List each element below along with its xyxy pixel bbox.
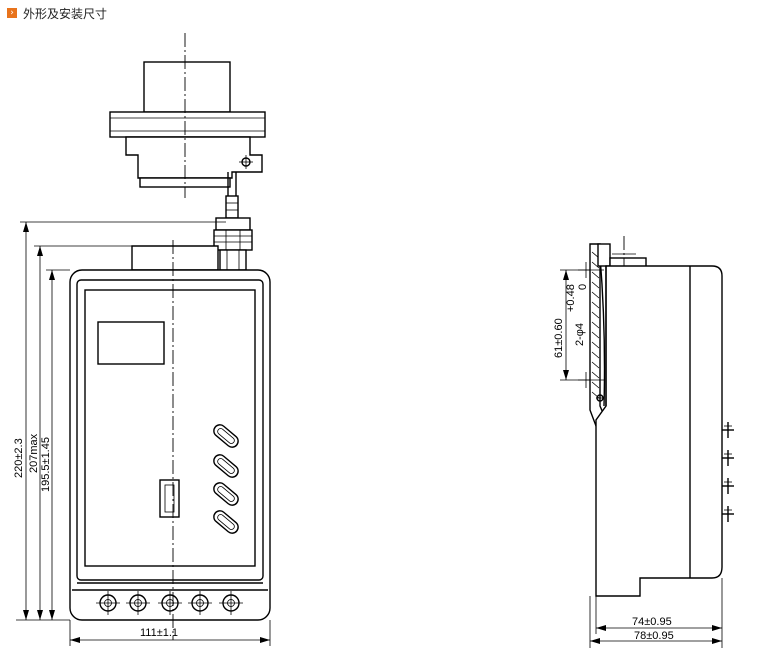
terminal-icon	[722, 478, 734, 494]
side-depth-dimensions: 74±0.95 78±0.95	[589, 578, 723, 648]
side-body	[595, 265, 723, 597]
terminal-icon	[219, 591, 243, 615]
seal-slot	[159, 479, 180, 518]
dim-hole-tolerance-lower: 0	[577, 284, 589, 290]
socket-cap	[143, 61, 231, 113]
side-view: 61±0.60 +0.48 0 2-φ4 74±0.95 78±0.95	[553, 236, 734, 648]
cable-gland	[213, 172, 253, 271]
section-title: 外形及安装尺寸	[23, 6, 108, 21]
dim-hole-spacing: 61±0.60	[553, 318, 565, 358]
arrow-right-icon: ›	[7, 8, 17, 18]
hole-icon	[596, 394, 604, 402]
display-window	[97, 321, 165, 365]
dim-height-body: 195.5±1.45	[40, 437, 52, 492]
dim-hole-tolerance-upper: +0.48	[565, 284, 577, 312]
dim-depth-body: 74±0.95	[632, 616, 672, 628]
terminal-icon	[188, 591, 212, 615]
terminal-icon	[96, 591, 120, 615]
terminal-icon	[158, 591, 182, 615]
dim-height-overall: 220±2.3	[13, 438, 25, 478]
indicator-icon	[213, 424, 239, 448]
front-width-dimension: 111±1.1	[69, 620, 271, 646]
terminal-icon	[722, 422, 734, 438]
dim-width: 111±1.1	[140, 627, 178, 639]
socket-flange	[109, 111, 266, 138]
indicator-icon	[213, 510, 239, 534]
front-vertical-dimensions: 220±2.3 207max 195.5±1.45	[13, 221, 226, 621]
section-header: › 外形及安装尺寸	[7, 5, 107, 21]
dim-depth-overall: 78±0.95	[634, 630, 674, 642]
terminal-icon	[722, 506, 734, 522]
top-socket	[109, 61, 266, 188]
side-terminals	[722, 422, 734, 522]
body-panel	[84, 289, 256, 567]
indicator-group	[213, 424, 239, 534]
main-body	[69, 245, 271, 621]
dim-height-max: 207max	[28, 433, 40, 473]
indicator-icon	[213, 454, 239, 478]
indicator-icon	[213, 482, 239, 506]
terminal-row	[96, 591, 243, 615]
terminal-icon	[722, 450, 734, 466]
side-vertical-dimension: 61±0.60 +0.48 0 2-φ4	[553, 269, 590, 381]
body-outline	[69, 269, 271, 621]
body-inner-frame	[76, 279, 264, 581]
dim-hole-diameter: 2-φ4	[574, 323, 586, 346]
front-view: 220±2.3 207max 195.5±1.45 111±1.1	[13, 33, 271, 646]
terminal-icon	[126, 591, 150, 615]
